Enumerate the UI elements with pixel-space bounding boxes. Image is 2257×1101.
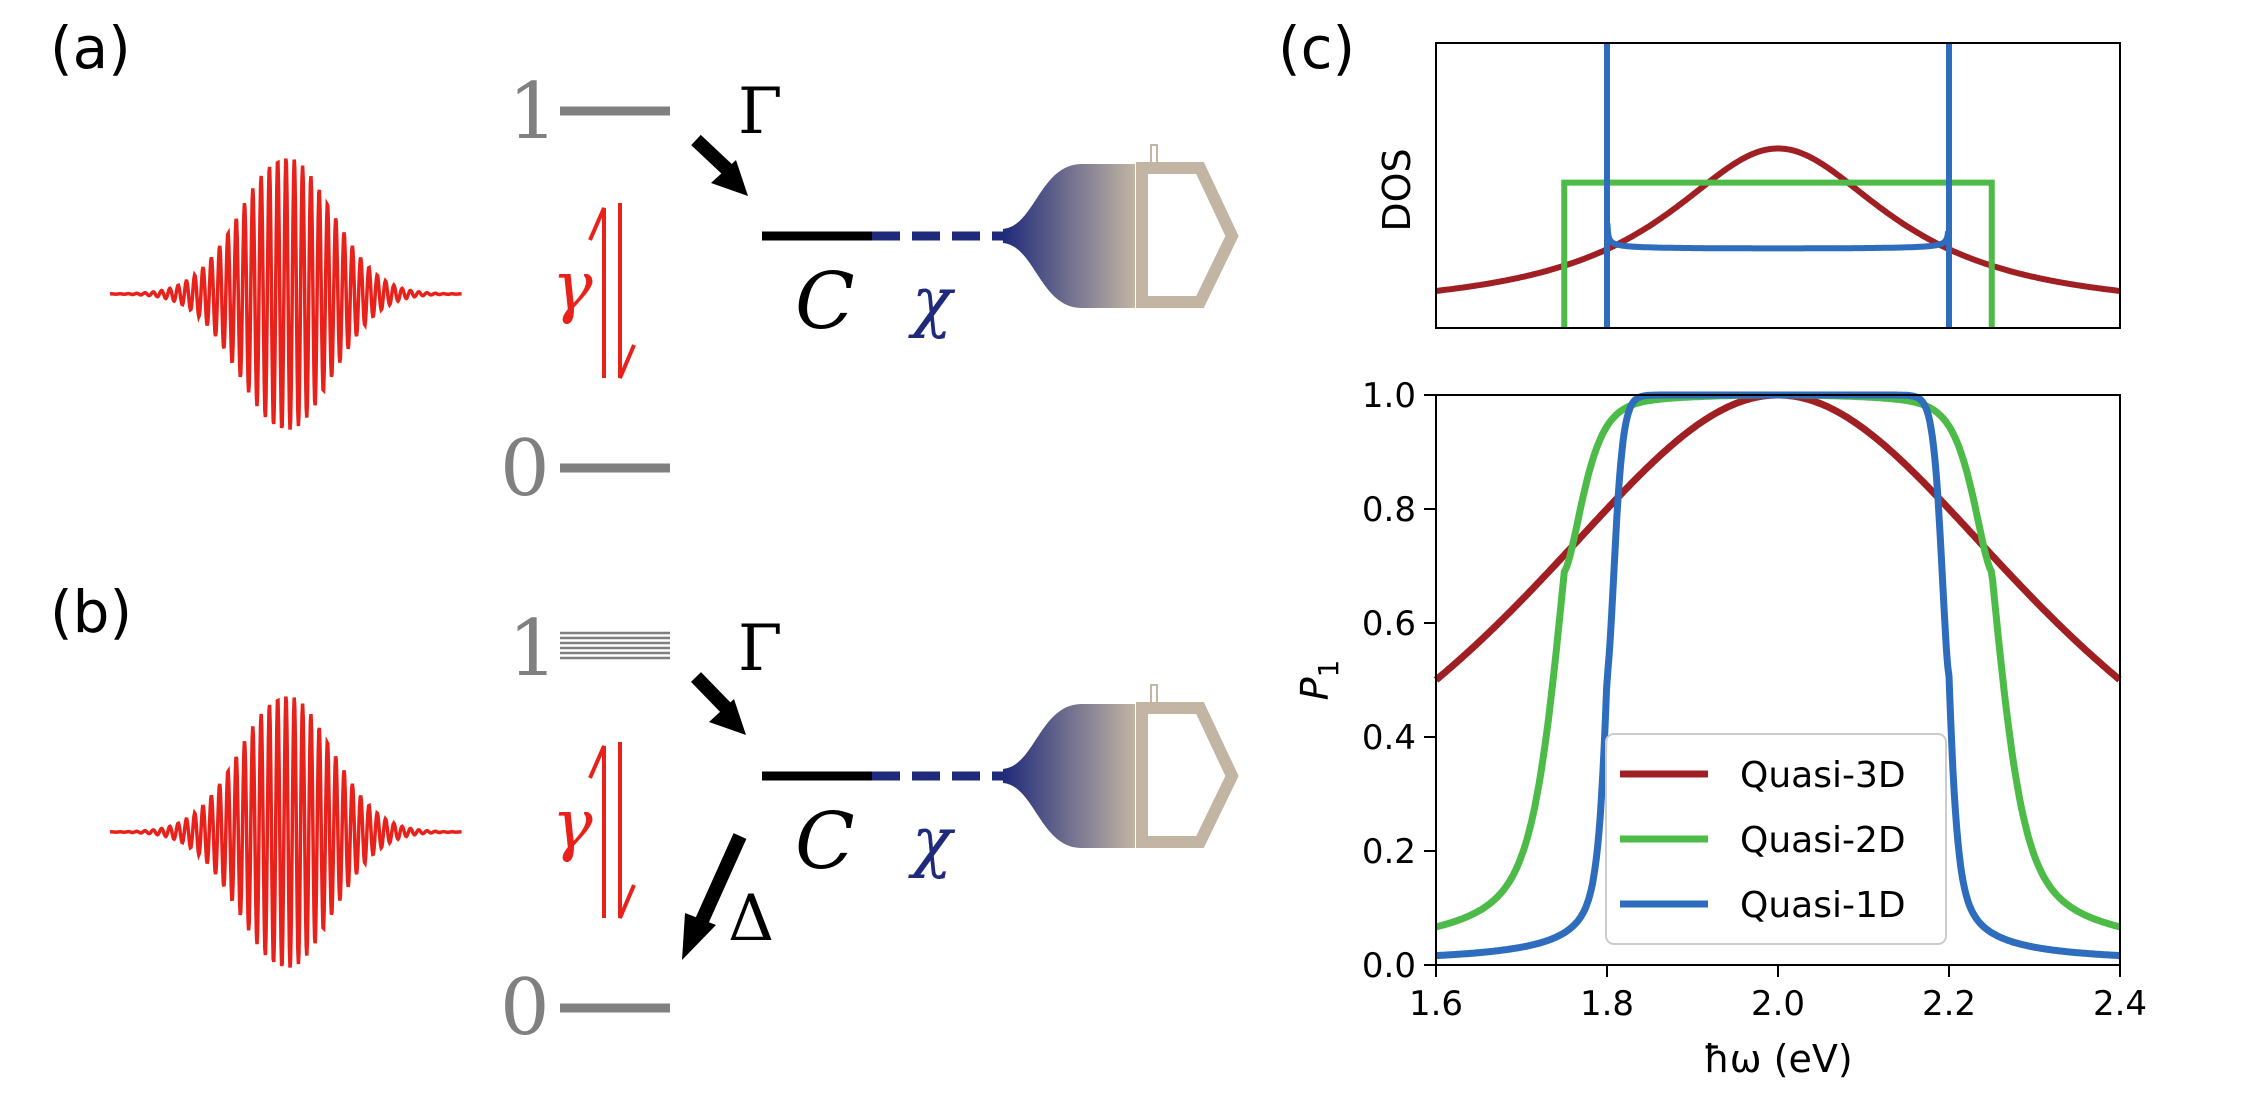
gamma-symbol-a: γ bbox=[552, 248, 593, 327]
chi-symbol-b: χ bbox=[908, 803, 956, 880]
p1-xlabel: ħω (eV) bbox=[1703, 1037, 1852, 1081]
pulse-a bbox=[109, 158, 462, 430]
C-symbol-a: C bbox=[795, 257, 855, 347]
p1-ticks: 1.6 1.8 2.0 2.2 2.4 0.0 0.2 0.4 0.6 0.8 1.0 bbox=[1362, 376, 2147, 1024]
relax-arrow-b bbox=[682, 833, 747, 960]
p1-series-quasi-3d bbox=[1433, 391, 2122, 683]
y-tick-label: 0.6 bbox=[1362, 604, 1416, 644]
Gamma-symbol-a: Γ bbox=[738, 75, 782, 149]
Gamma-symbol-b: Γ bbox=[738, 612, 782, 686]
legend: Quasi-3D Quasi-2D Quasi-1D bbox=[1605, 733, 1947, 945]
x-tick-label: 1.6 bbox=[1409, 984, 1463, 1024]
dos-series-quasi2d bbox=[1561, 179, 1995, 328]
x-tick-label: 2.0 bbox=[1751, 984, 1805, 1024]
dos-series-quasi1d bbox=[1604, 223, 1952, 252]
harpoons-a bbox=[588, 203, 636, 379]
panel-b: 1 0 γ Γ Δ C χ bbox=[109, 604, 1239, 1053]
panel-label-a: (a) bbox=[50, 14, 131, 82]
y-tick-label: 0.8 bbox=[1362, 490, 1416, 530]
dos-series-group bbox=[1436, 43, 2120, 328]
detector-a bbox=[1136, 162, 1239, 308]
x-tick-label: 1.8 bbox=[1580, 984, 1634, 1024]
detector-pin-b bbox=[1150, 684, 1158, 706]
legend-label-quasi1d: Quasi-1D bbox=[1740, 885, 1906, 926]
chi-symbol-a: χ bbox=[908, 263, 956, 340]
legend-label-quasi3d: Quasi-3D bbox=[1740, 755, 1906, 796]
decay-arrow-b bbox=[690, 672, 746, 735]
x-tick-label: 2.2 bbox=[1922, 984, 1976, 1024]
legend-box bbox=[1605, 733, 1947, 945]
dos-ylabel: DOS bbox=[1375, 148, 1419, 231]
panel-a: 1 0 γ Γ C χ bbox=[109, 67, 1239, 514]
pulse-b bbox=[109, 696, 462, 968]
gamma-symbol-b: γ bbox=[552, 786, 593, 865]
level-lower-label-a: 0 bbox=[500, 424, 550, 514]
level-lower-label-b: 0 bbox=[500, 963, 550, 1053]
detector-pin-a bbox=[1150, 144, 1158, 166]
dos-axes-frame bbox=[1435, 42, 2121, 329]
y-tick-label: 1.0 bbox=[1362, 376, 1416, 416]
p1-ylabel: P1 bbox=[1293, 660, 1345, 701]
y-tick-label: 0.4 bbox=[1362, 718, 1416, 758]
harpoons-b bbox=[588, 742, 636, 919]
y-tick-label: 0.0 bbox=[1362, 946, 1416, 986]
panel-label-c: (c) bbox=[1278, 14, 1355, 82]
legend-label-quasi2d: Quasi-2D bbox=[1740, 820, 1906, 861]
x-tick-label: 2.4 bbox=[2093, 984, 2147, 1024]
p1-plot: 1.6 1.8 2.0 2.2 2.4 0.0 0.2 0.4 0.6 0.8 1.0 P1 ħω … bbox=[1293, 376, 2147, 1081]
dos-plot: DOS bbox=[1375, 42, 2121, 329]
level-upper-label-b: 1 bbox=[508, 604, 558, 694]
dos-series-quasi3d bbox=[1436, 145, 2120, 294]
Delta-symbol-b: Δ bbox=[728, 882, 774, 956]
decay-arrow-a bbox=[691, 134, 748, 196]
C-symbol-b: C bbox=[795, 797, 855, 887]
level-band-b bbox=[560, 631, 670, 660]
detector-b bbox=[1136, 702, 1239, 848]
level-upper-label-a: 1 bbox=[508, 67, 558, 157]
panel-label-b: (b) bbox=[50, 578, 132, 646]
horn-a bbox=[1003, 164, 1135, 308]
horn-b bbox=[1003, 704, 1135, 848]
y-tick-label: 0.2 bbox=[1362, 832, 1416, 872]
